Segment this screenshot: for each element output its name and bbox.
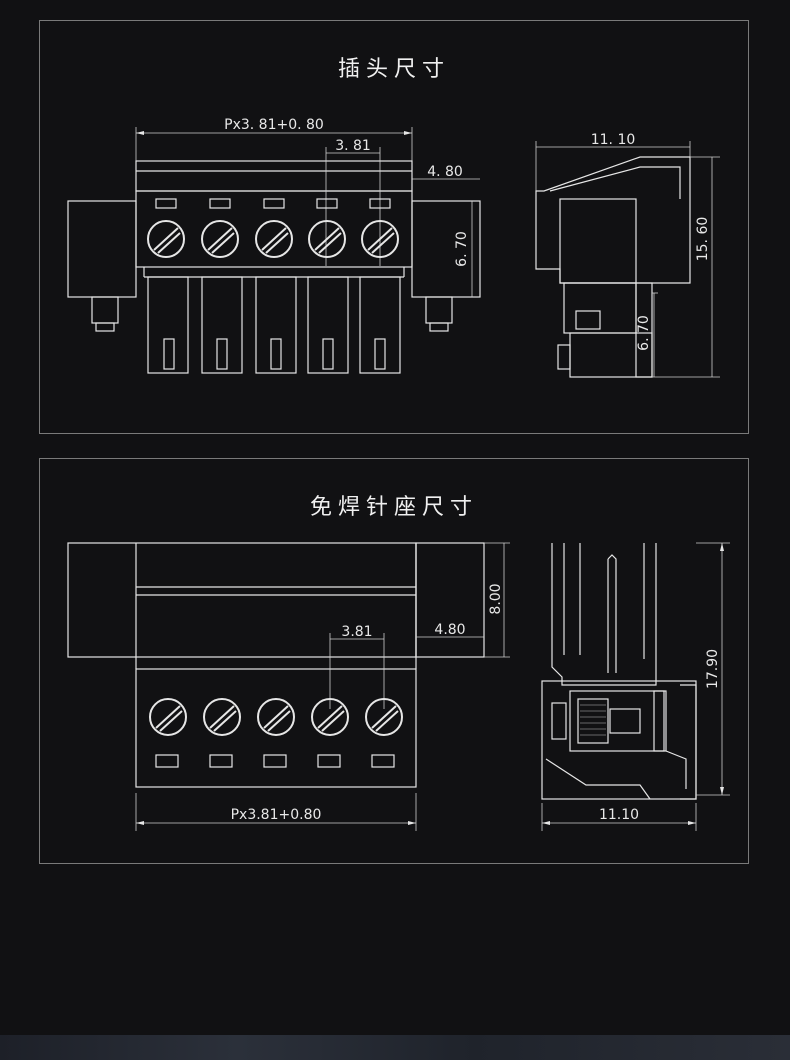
plug-front-view: Px3. 81+0. 80 3. 81 4. 80 [67, 117, 481, 374]
header-height-top-label: 8.00 [488, 583, 504, 614]
plug-title: 插头尺寸 [337, 57, 450, 82]
plug-side-offset-label: 4. 80 [427, 164, 463, 180]
header-side-view: 17.90 11.10 [541, 542, 730, 831]
header-pins [149, 698, 403, 768]
plug-pitch-label: 3. 81 [335, 138, 371, 154]
header-front-view: 8.00 3.81 4.80 [67, 542, 510, 831]
header-side-width-label: 11.10 [599, 807, 639, 823]
header-dimensions-panel: 免焊针座尺寸 8.00 3.81 4.80 [39, 458, 749, 864]
plug-side-height-label: 15. 60 [695, 217, 711, 262]
plug-pins [143, 198, 405, 374]
header-pitch-total-label: Px3.81+0.80 [231, 807, 322, 823]
header-pitch-label: 3.81 [341, 624, 372, 640]
plug-side-lower-label: 6. 70 [636, 315, 652, 351]
plug-height-front-label: 6. 70 [454, 231, 470, 267]
header-side-offset-label: 4.80 [434, 622, 465, 638]
plug-dimensions-panel: 插头尺寸 Px3. 81+0. 80 [39, 20, 749, 434]
header-drawing: 8.00 3.81 4.80 [67, 542, 730, 831]
bottom-band [0, 1035, 790, 1060]
plug-pitch-total-label: Px3. 81+0. 80 [224, 117, 324, 133]
header-side-height-label: 17.90 [705, 649, 721, 689]
plug-drawing: Px3. 81+0. 80 3. 81 4. 80 [67, 117, 720, 378]
plug-side-view: 11. 10 15. 60 6. 70 [535, 132, 720, 378]
plug-side-width-label: 11. 10 [591, 132, 636, 148]
header-title: 免焊针座尺寸 [309, 495, 478, 520]
